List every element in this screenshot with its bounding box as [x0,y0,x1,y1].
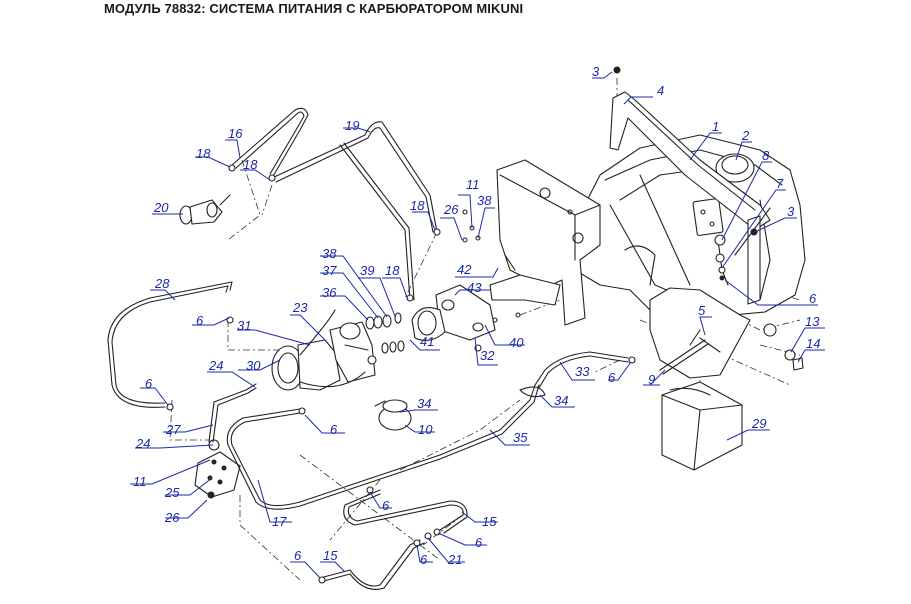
callout-3-right: 3 [787,204,795,219]
callout-6-hose28: 6 [196,313,204,328]
callout-17: 17 [272,514,287,529]
callout-21: 21 [447,552,462,567]
callout-30: 30 [246,358,261,373]
callout-5: 5 [698,303,706,318]
fuel-filter [374,399,412,431]
callout-27: 27 [165,422,181,437]
callout-6-hose15: 6 [382,498,390,513]
callout-6-line33: 6 [608,370,616,385]
cover-box [661,381,743,471]
callout-36: 36 [322,285,337,300]
callout-18-left: 18 [196,146,211,161]
callout-4: 4 [657,83,664,98]
callout-43: 43 [467,280,482,295]
diagram-title: МОДУЛЬ 78832: СИСТЕМА ПИТАНИЯ С КАРБЮРАТ… [104,1,524,16]
callout-15-upper: 15 [482,514,497,529]
callout-34-filter: 34 [417,396,431,411]
callout-9: 9 [648,372,655,387]
callout-6-filter: 6 [330,422,338,437]
callout-6-tank: 6 [809,291,817,306]
callout-38-left: 38 [322,246,337,261]
callout-31: 31 [237,318,251,333]
callout-41: 41 [420,334,434,349]
callout-11-pump: 11 [133,474,147,489]
callout-29: 29 [751,416,766,431]
callout-8: 8 [762,148,770,163]
callout-6-bottom-left: 6 [294,548,302,563]
callout-35: 35 [513,430,528,445]
fuel-pump [194,439,241,499]
fuel-valve [179,194,231,225]
fuel-lines [107,107,771,590]
callout-6-left: 6 [145,376,153,391]
callout-37: 37 [322,263,337,278]
callout-11-upper: 11 [466,177,480,192]
drain-fitting [763,323,804,371]
callout-7: 7 [776,176,784,191]
callout-39: 39 [360,263,374,278]
callout-28: 28 [154,276,170,291]
callout-10: 10 [418,422,433,437]
callout-32: 32 [480,348,495,363]
callout-26-upper: 26 [443,202,459,217]
heat-shield [649,287,751,379]
callout-20: 20 [153,200,169,215]
callout-33: 33 [575,364,590,379]
callout-13: 13 [805,314,820,329]
callout-15-lower: 15 [323,548,338,563]
callout-38-upper: 38 [477,193,492,208]
callout-18-right: 18 [410,198,425,213]
callout-24-upper: 24 [208,358,223,373]
callout-18-mid: 18 [243,157,258,172]
callout-16: 16 [228,126,243,141]
callout-34-right: 34 [554,393,568,408]
callout-2: 2 [741,128,750,143]
callout-18-carb: 18 [385,263,400,278]
callout-labels: 3 4 1 2 8 7 3 6 5 13 14 9 6 [130,64,825,579]
callout-25: 25 [164,485,180,500]
fuel-tank [571,134,806,319]
callout-24-lower: 24 [135,436,150,451]
frame-bracket [489,159,601,326]
callout-6-bottom-right: 6 [475,535,483,550]
clamp-rings [365,312,405,354]
intake-manifold [411,284,496,341]
callout-19: 19 [345,118,359,133]
callout-3: 3 [592,64,600,79]
carburetor [271,309,377,391]
callout-40: 40 [509,335,524,350]
callout-23: 23 [292,300,308,315]
callout-1: 1 [712,119,719,134]
callout-6-bottom-mid: 6 [420,552,428,567]
fuel-pickup [714,234,729,286]
callout-14: 14 [806,336,820,351]
callout-26-pump: 26 [164,510,180,525]
callout-42: 42 [457,262,472,277]
mounting-strap [609,66,771,305]
